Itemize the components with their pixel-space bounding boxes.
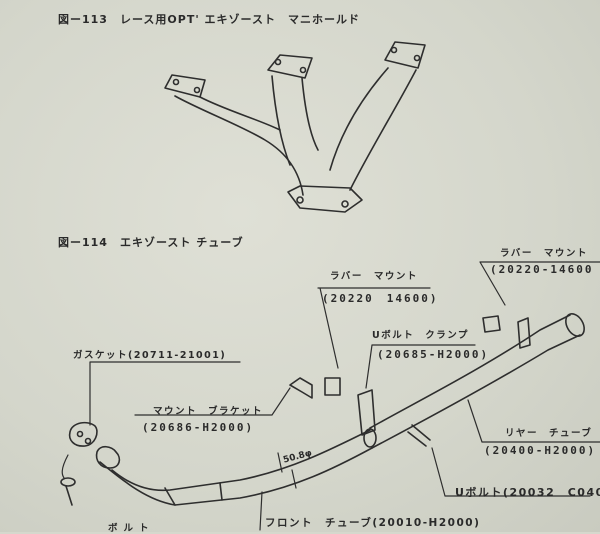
rear-tube-label: リヤー チューブ	[505, 428, 593, 439]
gasket-label: ガスケット(20711-21001)	[73, 350, 227, 361]
mount-bracket-label: マウント ブラケット	[153, 406, 264, 417]
leader-lines	[61, 261, 600, 531]
figure-114-caption: 図ー114 エキゾースト チューブ	[58, 236, 244, 249]
exhaust-manifold-drawing	[164, 41, 426, 213]
figure-113-caption: 図ー113 レース用OPT' エキゾースト マニホールド	[58, 13, 360, 26]
bolt-label: ボルト	[108, 523, 155, 534]
u-bolt-clamp-label: Uボルト クランプ	[372, 330, 469, 341]
rubber-mount-rear-label: ラバー マウント	[500, 248, 588, 259]
rubber-mount-rear-part-no: (20220-14600	[490, 263, 594, 276]
u-bolt-label: Uボルト(20032 C0400	[455, 486, 600, 499]
rubber-mount-mid-part-no: (20220 14600)	[322, 292, 439, 305]
rubber-mount-mid-label: ラバー マウント	[330, 271, 418, 282]
rear-tube-part-no: (20400-H2000)	[484, 444, 597, 457]
mount-bracket-part-no: (20686-H2000)	[142, 421, 255, 434]
u-bolt-clamp-part-no: (20685-H2000)	[377, 348, 490, 361]
front-tube-label: フロント チューブ(20010-H2000)	[265, 517, 481, 529]
exhaust-tube-drawing	[60, 313, 585, 506]
